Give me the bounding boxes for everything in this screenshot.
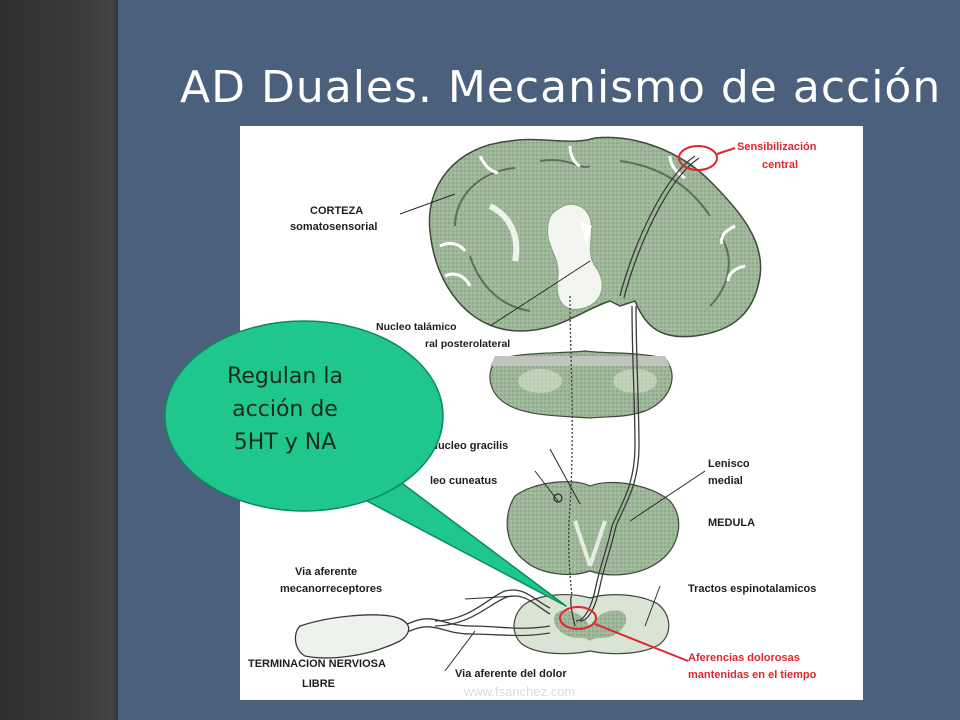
slide-title: AD Duales. Mecanismo de acción [180, 62, 942, 113]
pathway-lines [294, 155, 700, 659]
label-tractos: Tractos espinotalamicos [688, 583, 816, 595]
label-sensibilizacion: Sensibilización [737, 141, 817, 153]
label-mecanorreceptores: mecanorreceptores [280, 583, 382, 595]
label-medula: MEDULA [708, 517, 755, 529]
left-decorative-bar [0, 0, 118, 720]
watermark: www.fsanchez.com [463, 684, 575, 699]
label-medial: medial [708, 475, 743, 487]
label-via-aferente: Via aferente [295, 566, 357, 578]
callout-text: Regulan la acción de 5HT y NA [190, 360, 380, 459]
label-nucleo-talamico: Nucleo talámico [376, 321, 457, 333]
label-terminacion: TERMINACION NERVIOSA [248, 658, 386, 670]
label-aferencias: Aferencias dolorosas [688, 652, 800, 664]
callout-line-2: acción de [232, 397, 338, 422]
label-lenisco: Lenisco [708, 458, 750, 470]
label-posterolateral: ral posterolateral [425, 338, 510, 350]
label-libre: LIBRE [302, 678, 335, 690]
brainstem-section-upper [489, 350, 673, 419]
callout-line-1: Regulan la [227, 364, 343, 389]
label-nucleo-gracilis: Nucleo gracilis [430, 440, 508, 452]
label-mantenidas: mantenidas en el tiempo [688, 669, 817, 681]
label-central: central [762, 159, 798, 171]
label-somatosensorial: somatosensorial [290, 221, 377, 233]
brainstem-section-medulla [506, 481, 680, 576]
label-via-dolor: Via aferente del dolor [455, 668, 567, 680]
neuroanatomy-diagram: CORTEZA somatosensorial Sensibilización … [248, 136, 817, 699]
label-corteza: CORTEZA [310, 205, 363, 217]
label-leaders [399, 193, 706, 672]
diagram-labels: CORTEZA somatosensorial Sensibilización … [248, 141, 817, 699]
brain-coronal-section [428, 136, 762, 338]
callout-line-3: 5HT y NA [233, 430, 337, 455]
red-annotations [559, 145, 736, 662]
diagram-panel: CORTEZA somatosensorial Sensibilización … [240, 126, 863, 700]
label-nucleo-cuneatus: leo cuneatus [430, 475, 497, 487]
